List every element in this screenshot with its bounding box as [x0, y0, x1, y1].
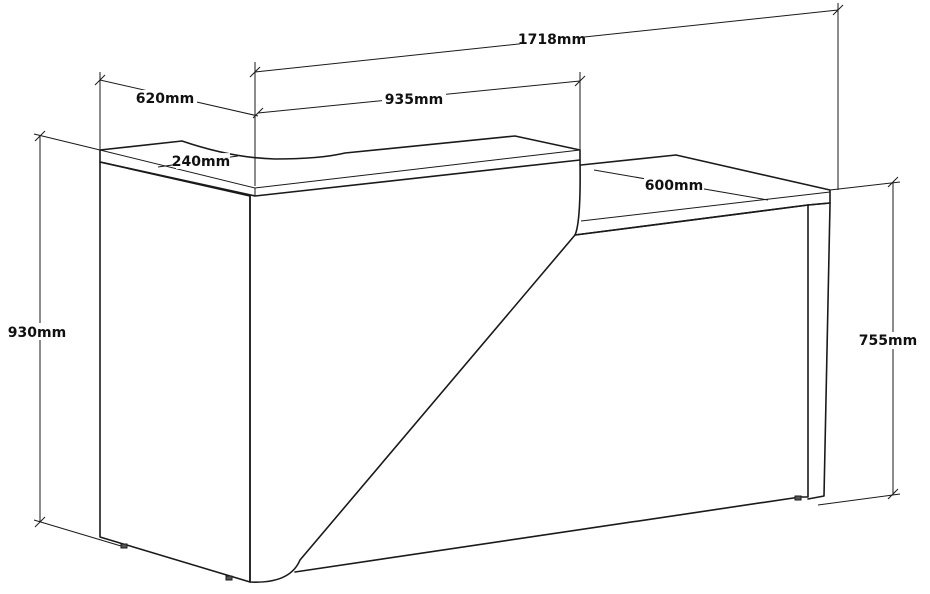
low-desk-edge — [580, 191, 831, 222]
dim-tick — [252, 107, 264, 119]
dim-tick — [34, 130, 46, 142]
dim-tick — [887, 488, 899, 500]
dim-ext-high-top — [33, 133, 101, 151]
dim-ext-low-bottom — [817, 493, 901, 506]
dim-tick — [94, 74, 106, 86]
high-counter-top — [99, 135, 581, 197]
dim-tick — [574, 75, 586, 87]
dimension-lines — [33, 3, 901, 547]
dim-ext-high-bottom — [33, 519, 122, 547]
dim-tick — [832, 4, 844, 16]
desk-body — [99, 159, 831, 583]
dim-tick — [249, 66, 261, 78]
label-top-section-width: 935mm — [385, 92, 443, 108]
foot-front-left — [120, 543, 128, 549]
dimension-labels: 1718mm 620mm 935mm 240mm 600mm 930mm 755… — [6, 31, 922, 349]
foot-front-middle — [225, 575, 233, 581]
dim-ext-low-top — [829, 181, 901, 191]
label-overall-width: 1718mm — [518, 32, 586, 48]
dim-tick — [34, 516, 46, 528]
dim-tick — [887, 176, 899, 188]
label-left-return-depth: 620mm — [136, 91, 194, 107]
low-desk-end-panel — [807, 202, 831, 500]
low-desk-front — [574, 204, 809, 498]
label-ledge-depth: 240mm — [172, 154, 230, 170]
low-desk-top — [574, 154, 831, 236]
label-low-desk-depth: 600mm — [645, 178, 703, 194]
label-low-height: 755mm — [859, 333, 917, 349]
left-side-panel — [99, 161, 251, 583]
desk-feet — [120, 495, 802, 581]
front-panel-base — [294, 496, 801, 573]
label-high-height: 930mm — [8, 325, 66, 341]
counter-top-surface — [99, 135, 581, 197]
front-panel — [249, 159, 581, 583]
low-desk-surface — [574, 154, 831, 236]
foot-rear-right — [794, 495, 802, 501]
